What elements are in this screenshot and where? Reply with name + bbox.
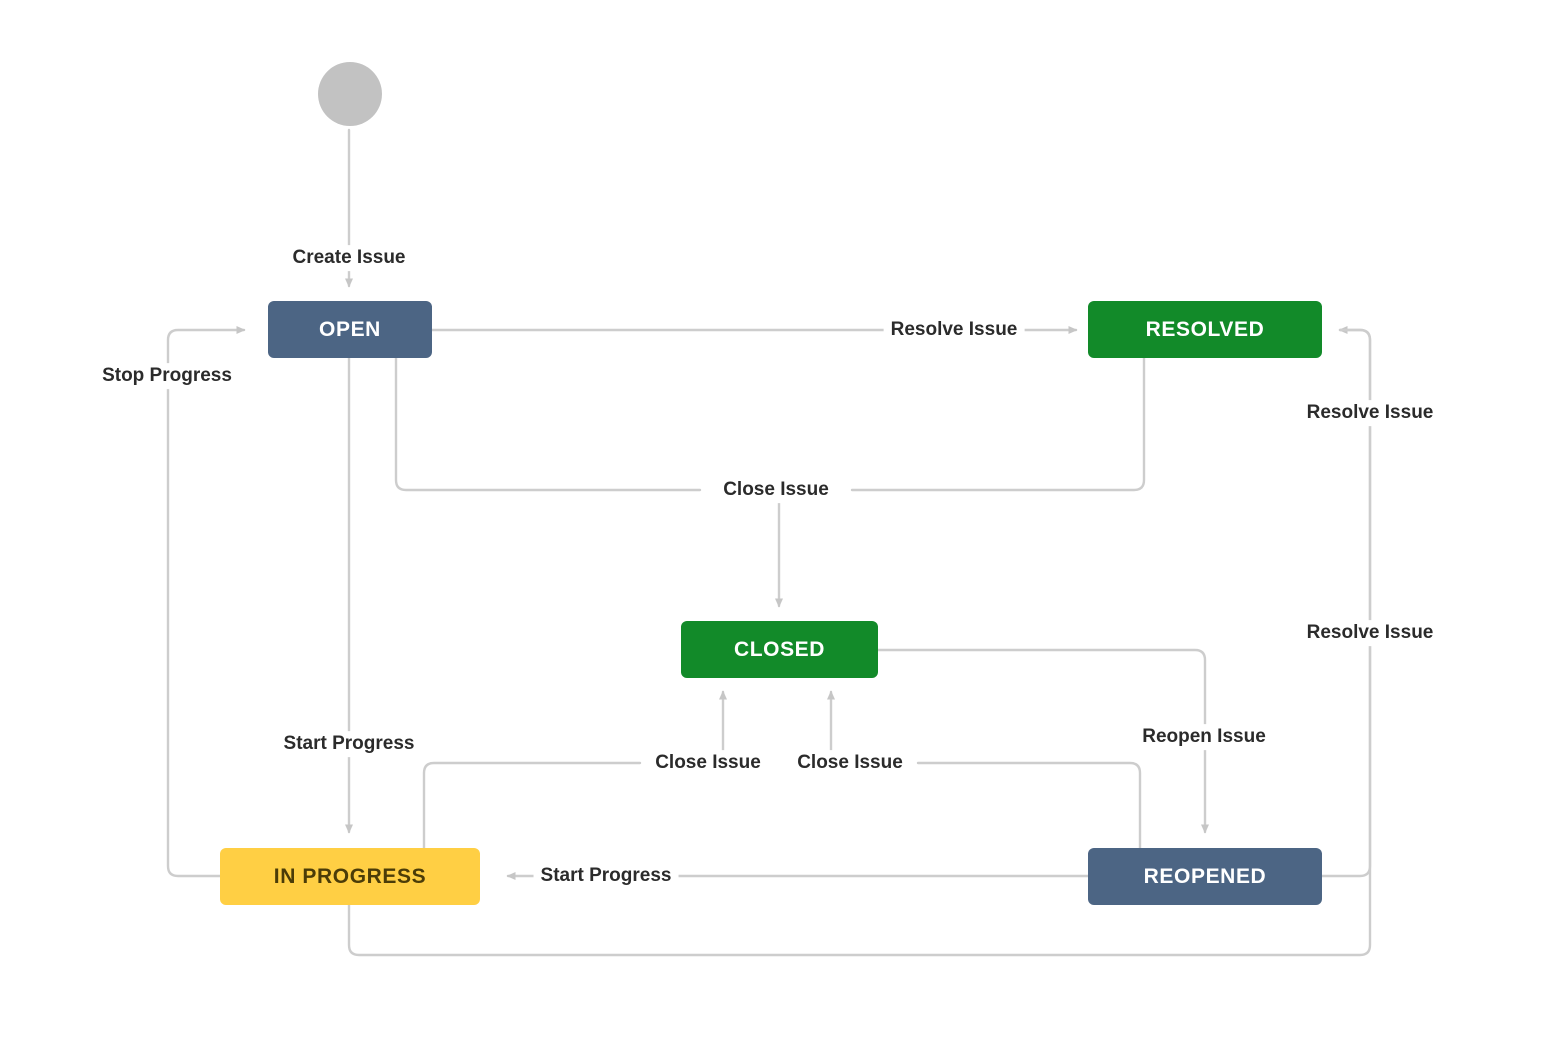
node-resolved[interactable]: RESOLVED [1088, 301, 1322, 358]
edge-label-close-issue-top: Close Issue [716, 477, 836, 503]
node-open[interactable]: OPEN [268, 301, 432, 358]
edge-label-close-issue-reopened: Close Issue [790, 750, 910, 776]
edge-close-issue-reopened [916, 761, 1142, 850]
edge-stop-progress [166, 326, 246, 878]
node-resolved-label: RESOLVED [1145, 317, 1265, 341]
node-in-progress-label: IN PROGRESS [273, 864, 427, 888]
edge-close-issue-open [394, 356, 702, 492]
node-closed[interactable]: CLOSED [681, 621, 878, 678]
edge-close-issue-in-progress [422, 761, 642, 850]
edge-label-close-issue-in-progress: Close Issue [648, 750, 768, 776]
edge-label-reopen-issue: Reopen Issue [1135, 724, 1273, 750]
edge-label-start-progress-open: Start Progress [276, 731, 422, 757]
node-in-progress[interactable]: IN PROGRESS [220, 848, 480, 905]
node-open-label: OPEN [319, 317, 381, 341]
start-node [318, 62, 382, 126]
edge-label-start-progress-reopened: Start Progress [533, 863, 679, 889]
edge-label-create-issue: Create Issue [285, 245, 413, 271]
edge-resolve-issue-in-progress [347, 328, 1372, 957]
edge-label-resolve-issue-open: Resolve Issue [883, 317, 1025, 343]
edge-label-resolve-issue-in-progress: Resolve Issue [1299, 620, 1441, 646]
edge-label-stop-progress: Stop Progress [95, 363, 239, 389]
node-reopened-label: REOPENED [1143, 864, 1267, 888]
edge-reopen-issue [876, 648, 1209, 834]
node-reopened[interactable]: REOPENED [1088, 848, 1322, 905]
node-closed-label: CLOSED [733, 637, 826, 661]
edge-label-resolve-issue-reopened: Resolve Issue [1299, 400, 1441, 426]
edge-close-issue-resolved [850, 356, 1146, 492]
